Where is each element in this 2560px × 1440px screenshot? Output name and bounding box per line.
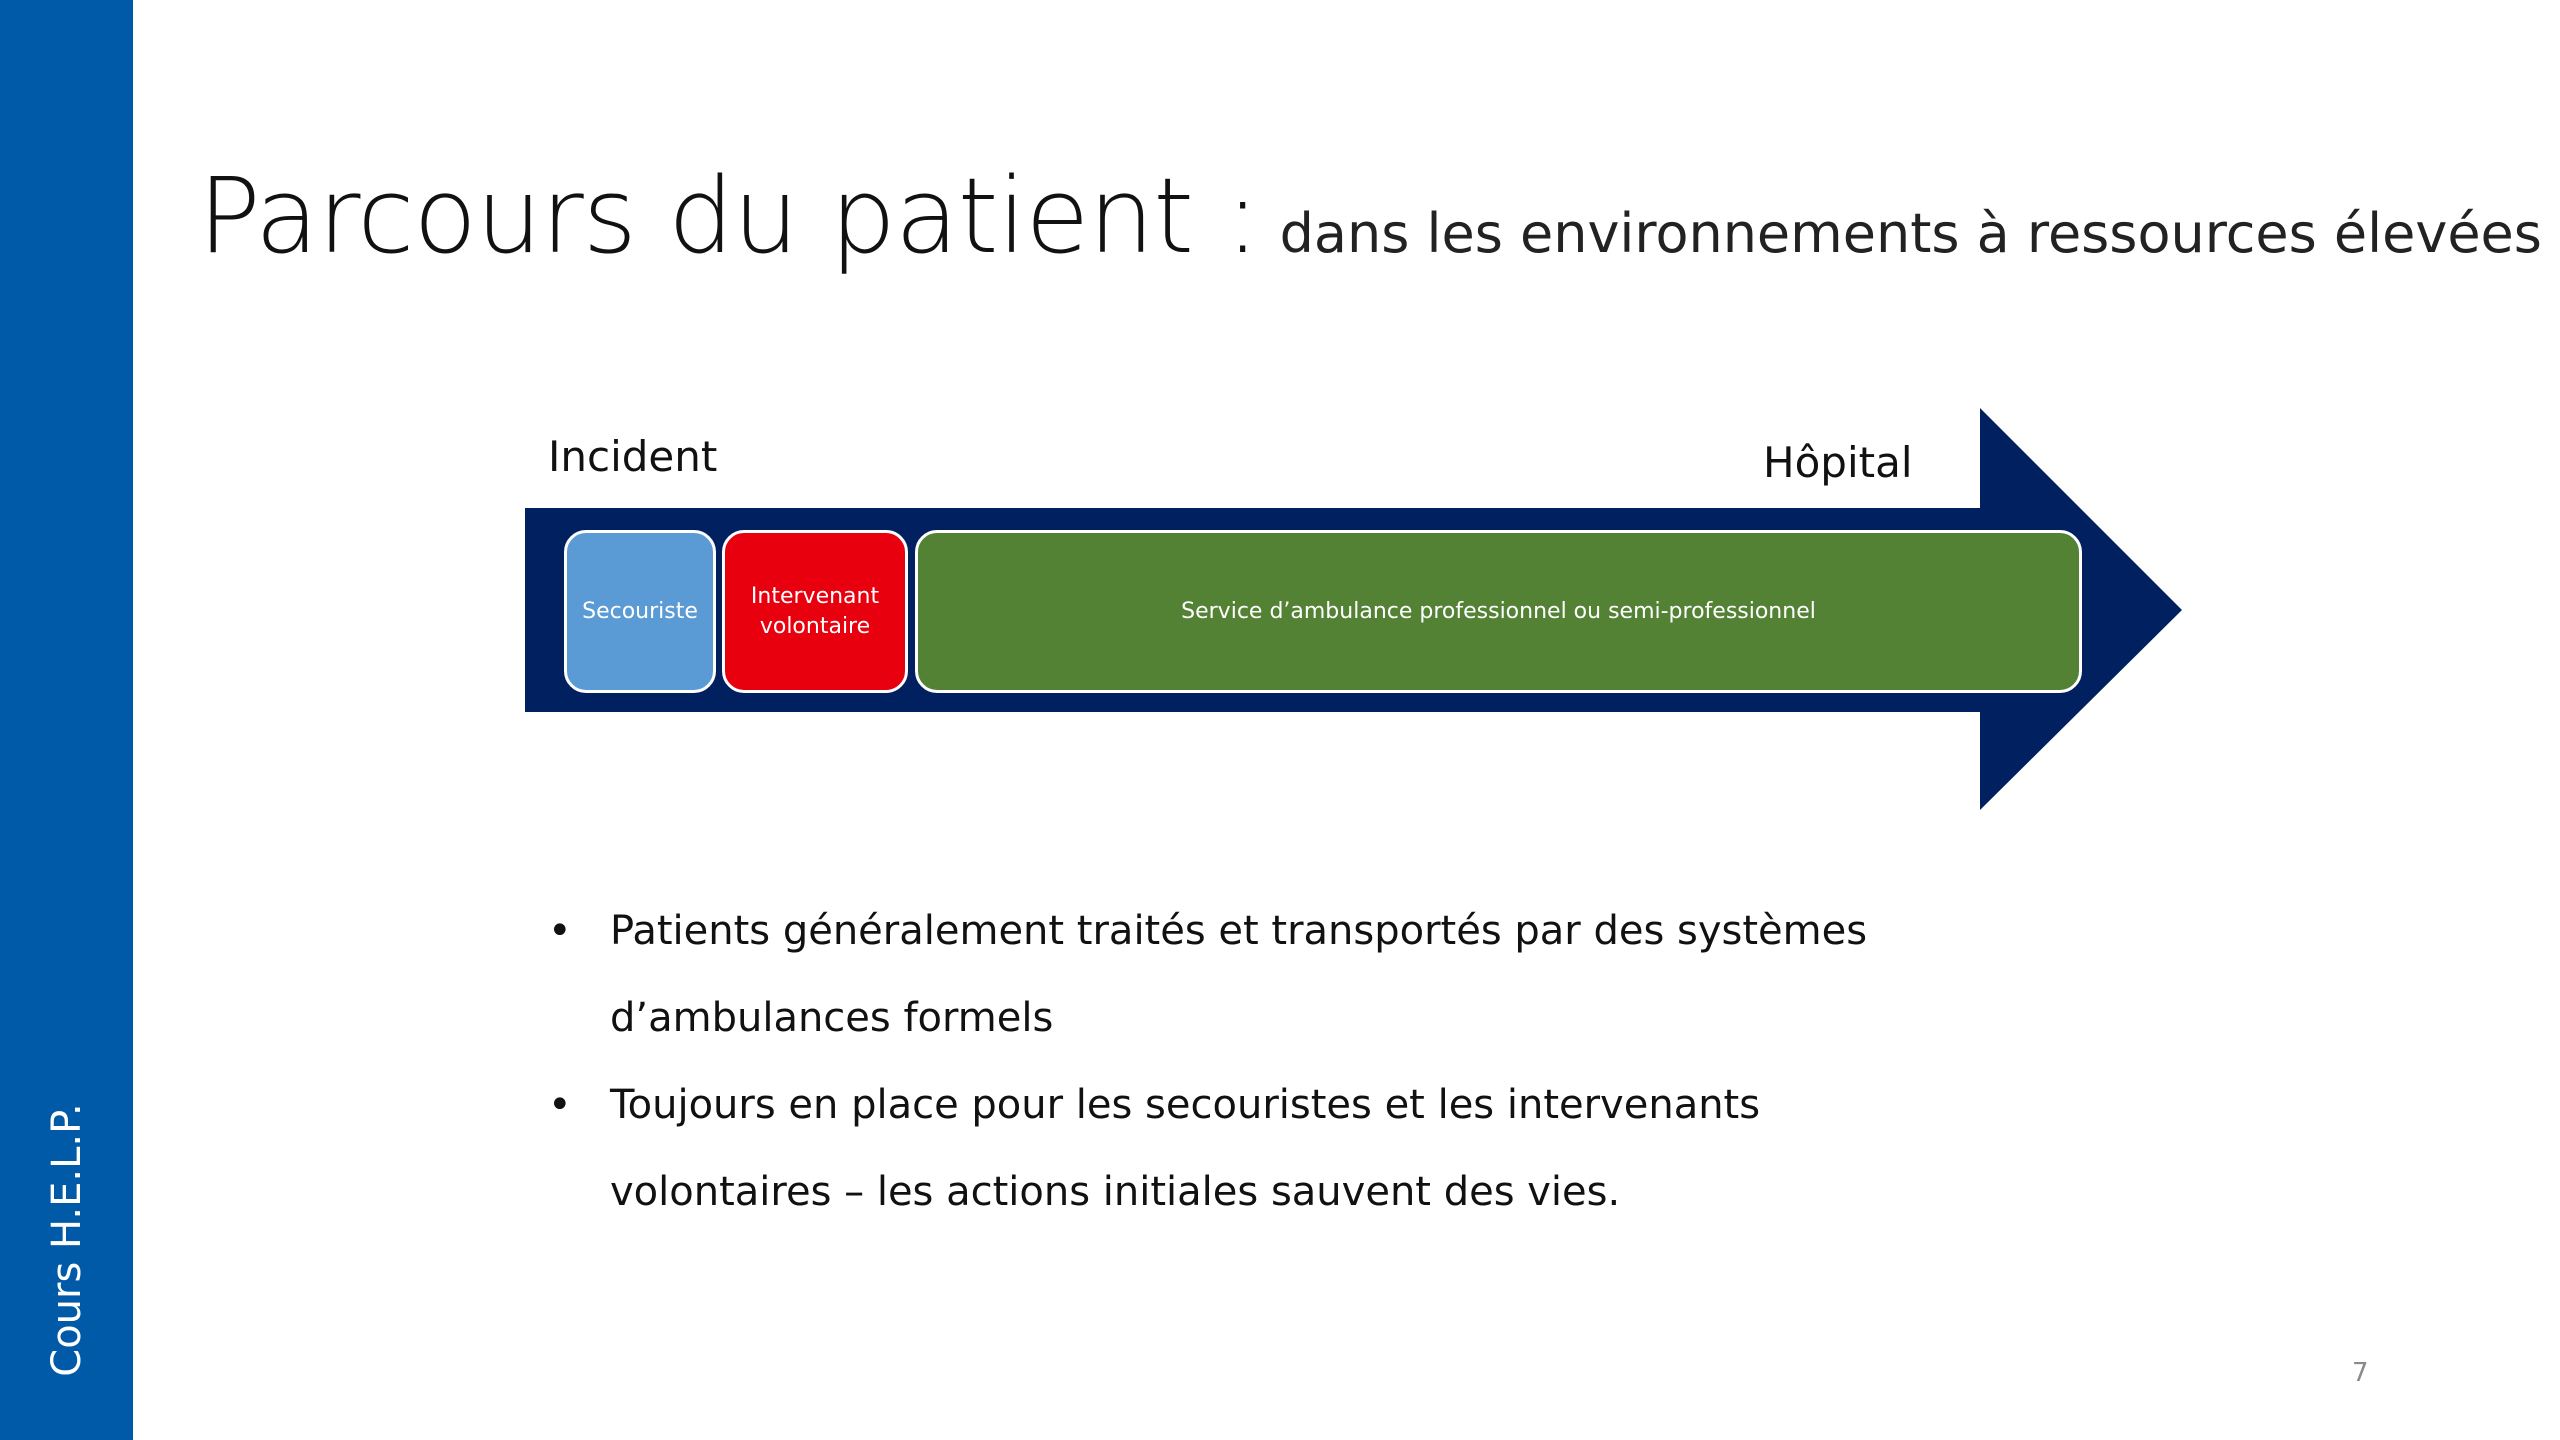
side-bar: Cours H.E.L.P. xyxy=(0,0,133,1440)
step-intervenant-label: Intervenant volontaire xyxy=(750,583,880,639)
bullet-list: • Patients généralement traités et trans… xyxy=(548,888,1948,1236)
step-intervenant: Intervenant volontaire xyxy=(722,530,908,693)
page-number: 7 xyxy=(2352,1358,2369,1388)
hospital-label: Hôpital xyxy=(1763,438,1913,487)
bullet-text: Toujours en place pour les secouristes e… xyxy=(610,1082,1761,1215)
step-secouriste-label: Secouriste xyxy=(582,598,698,624)
title-main: Parcours du patient : xyxy=(198,155,1260,277)
step-secouriste: Secouriste xyxy=(564,530,716,693)
page-title: Parcours du patient : dans les environne… xyxy=(198,155,2542,277)
bullet-item: • Toujours en place pour les secouristes… xyxy=(548,1062,1948,1236)
title-subtitle: dans les environnements à ressources éle… xyxy=(1279,202,2542,265)
bullet-item: • Patients généralement traités et trans… xyxy=(548,888,1948,1062)
incident-label: Incident xyxy=(548,432,718,481)
bullet-text: Patients généralement traités et transpo… xyxy=(610,908,1868,1041)
step-ambulance-service-label: Service d’ambulance professionnel ou sem… xyxy=(1181,598,1816,624)
step-ambulance-service: Service d’ambulance professionnel ou sem… xyxy=(915,530,2082,693)
bullet-dot: • xyxy=(548,1082,572,1128)
bullet-dot: • xyxy=(548,908,572,954)
